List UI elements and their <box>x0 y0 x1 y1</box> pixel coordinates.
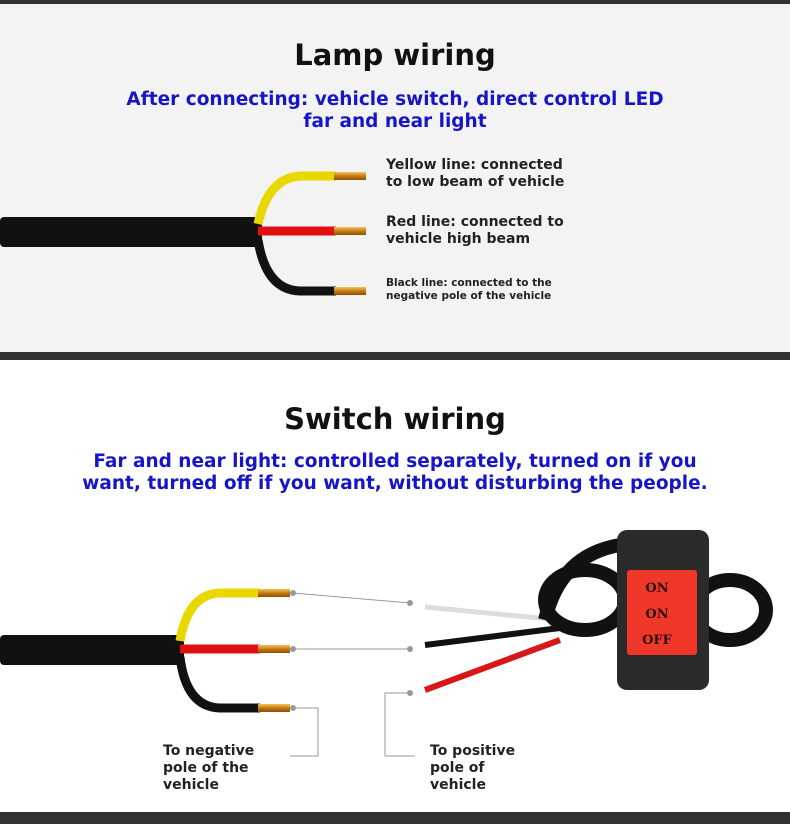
switch-off: OFF <box>642 633 673 648</box>
cable-sheath <box>0 635 184 665</box>
switch-subtitle: Far and near light: controlled separatel… <box>0 451 790 495</box>
label-line: vehicle <box>163 777 219 793</box>
label-line: To positive <box>430 743 516 759</box>
label-line: vehicle <box>430 777 486 793</box>
subtitle-line: After connecting: vehicle switch, direct… <box>126 89 664 110</box>
label-line: to low beam of vehicle <box>386 174 565 190</box>
connector-dots <box>290 590 413 711</box>
label-line: Black line: connected to the <box>386 277 552 289</box>
label-line: To negative <box>163 743 255 759</box>
black-switch-wire <box>424 625 561 648</box>
divider <box>0 352 790 360</box>
lamp-title: Lamp wiring <box>294 38 496 72</box>
terminal <box>334 172 366 180</box>
yellow-wire <box>253 171 336 226</box>
terminal <box>334 227 366 235</box>
label-line: vehicle high beam <box>386 231 531 247</box>
switch-rocker <box>627 570 697 655</box>
white-switch-wire <box>424 604 561 623</box>
label-line: pole of the <box>163 760 249 776</box>
black-wire <box>175 656 260 713</box>
black-wire <box>253 239 336 296</box>
bottom-border <box>0 812 790 824</box>
lamp-wiring-panel <box>0 4 790 352</box>
connector-lines <box>290 592 415 757</box>
switch-on-2: ON <box>645 607 668 622</box>
subtitle-line: far and near light <box>303 111 487 132</box>
yellow-wire <box>175 588 260 642</box>
switch-title: Switch wiring <box>284 402 506 436</box>
cable-sheath <box>0 217 262 247</box>
label-line: pole of <box>430 760 485 776</box>
lamp-wire-illustration <box>0 171 366 296</box>
switch-on-1: ON <box>645 581 668 596</box>
top-border <box>0 0 790 4</box>
label-line: Red line: connected to <box>386 214 564 230</box>
terminal <box>258 645 290 653</box>
label-line: negative pole of the vehicle <box>386 290 552 302</box>
subtitle-line: want, turned off if you want, without di… <box>82 473 708 494</box>
label-line: Yellow line: connected <box>386 157 563 173</box>
lamp-subtitle: After connecting: vehicle switch, direct… <box>0 89 790 133</box>
terminal <box>258 589 290 597</box>
red-switch-wire <box>423 637 562 693</box>
terminal <box>258 704 290 712</box>
terminal <box>334 287 366 295</box>
subtitle-line: Far and near light: controlled separatel… <box>93 451 697 472</box>
